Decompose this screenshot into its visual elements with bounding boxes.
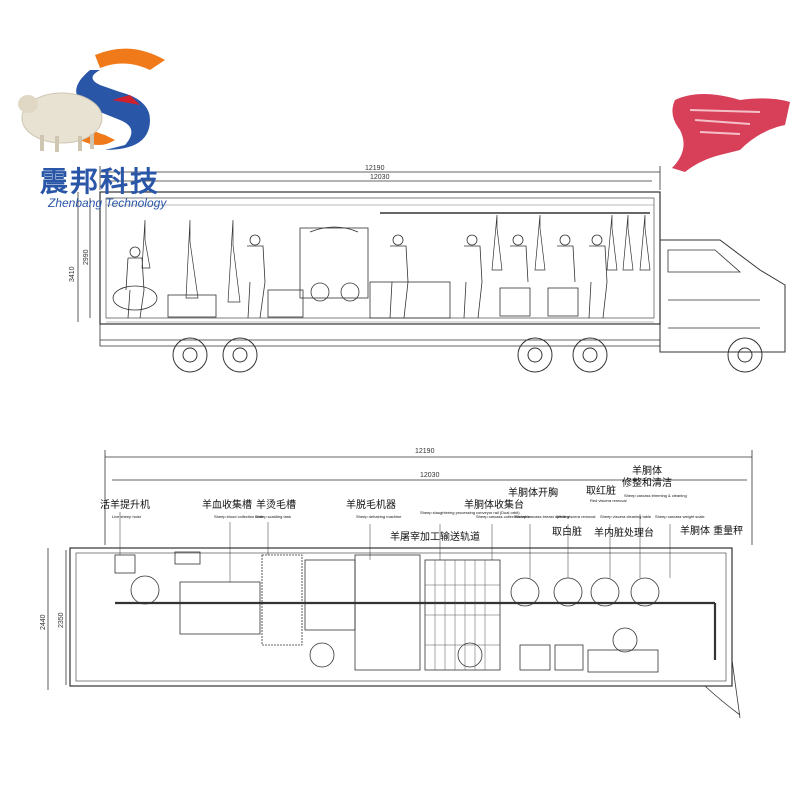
label-live-sheep-hoist-en: Live sheep hoist (112, 514, 142, 519)
label-trimming-en: Sheep carcass trimming & cleaning (624, 493, 687, 498)
label-red-viscera-cn: 取红脏 (586, 484, 616, 497)
label-red-viscera-en: Red viscera removal (590, 498, 627, 503)
label-dehairing-en: Sheep dehairing machine (356, 514, 402, 519)
side-dim-labels: 12190 12030 3410 2990 (69, 165, 390, 282)
label-viscera-table-cn: 羊内脏处理台 (594, 526, 654, 539)
label-weight-scale-en: Sheep carcass weight scale (655, 514, 705, 519)
label-collection-table-en: Sheep carcass collection table (476, 514, 531, 519)
label-breast-opening-en: Sheep carcass breast opening (515, 514, 569, 519)
label-carcass-cn: 羊胴体 (632, 464, 662, 477)
label-scalding-tank-en: Sheep scalding tank (255, 514, 291, 519)
side-dim-inner: 12030 (370, 174, 390, 181)
carcass-image (672, 94, 790, 172)
label-white-viscera-en: White viscera removal (556, 514, 595, 519)
side-dim-height-outer: 3410 (69, 266, 76, 282)
label-trimming-cn: 修整和清洁 (622, 476, 672, 489)
logo-title-cn: 震邦科技 (40, 165, 161, 198)
label-collection-table-cn: 羊胴体收集台 (464, 498, 524, 511)
side-dim-overall: 12190 (365, 165, 385, 172)
plan-dim-labels: 12190 12030 2440 2350 (40, 448, 440, 630)
label-live-sheep-hoist-cn: 活羊提升机 (100, 498, 150, 511)
logo-title-en: Zhenbang Technology (48, 196, 167, 210)
plan-labels: 活羊提升机 Live sheep hoist 羊血收集槽 Sheep blood… (100, 464, 743, 582)
side-dim-height-inner: 2990 (83, 249, 90, 265)
sheep-image (18, 92, 103, 152)
plan-view (47, 450, 753, 719)
plan-dim-width-inner: 2350 (58, 612, 65, 628)
plan-dim-width-outer: 2440 (40, 614, 47, 630)
label-scalding-tank-cn: 羊烫毛槽 (256, 498, 296, 511)
side-view (77, 166, 786, 373)
label-blood-tank-en: Sheep blood collection tank (214, 514, 263, 519)
label-white-viscera-cn: 取白脏 (552, 525, 582, 538)
label-conveyor-rail-en: Sheep slaughtering processing conveyor r… (420, 510, 520, 515)
plan-dim-inner: 12030 (420, 472, 440, 479)
label-weight-scale-cn: 羊胴体 重量秤 (680, 524, 743, 537)
label-dehairing-cn: 羊脱毛机器 (346, 498, 396, 511)
label-breast-opening-cn: 羊胴体开胸 (508, 486, 558, 499)
plan-dim-overall: 12190 (415, 448, 435, 455)
label-conveyor-rail-cn: 羊屠宰加工输送轨道 (390, 530, 480, 543)
label-blood-tank-cn: 羊血收集槽 (202, 498, 252, 511)
label-viscera-table-en: Sheep viscera cleaning table (600, 514, 652, 519)
